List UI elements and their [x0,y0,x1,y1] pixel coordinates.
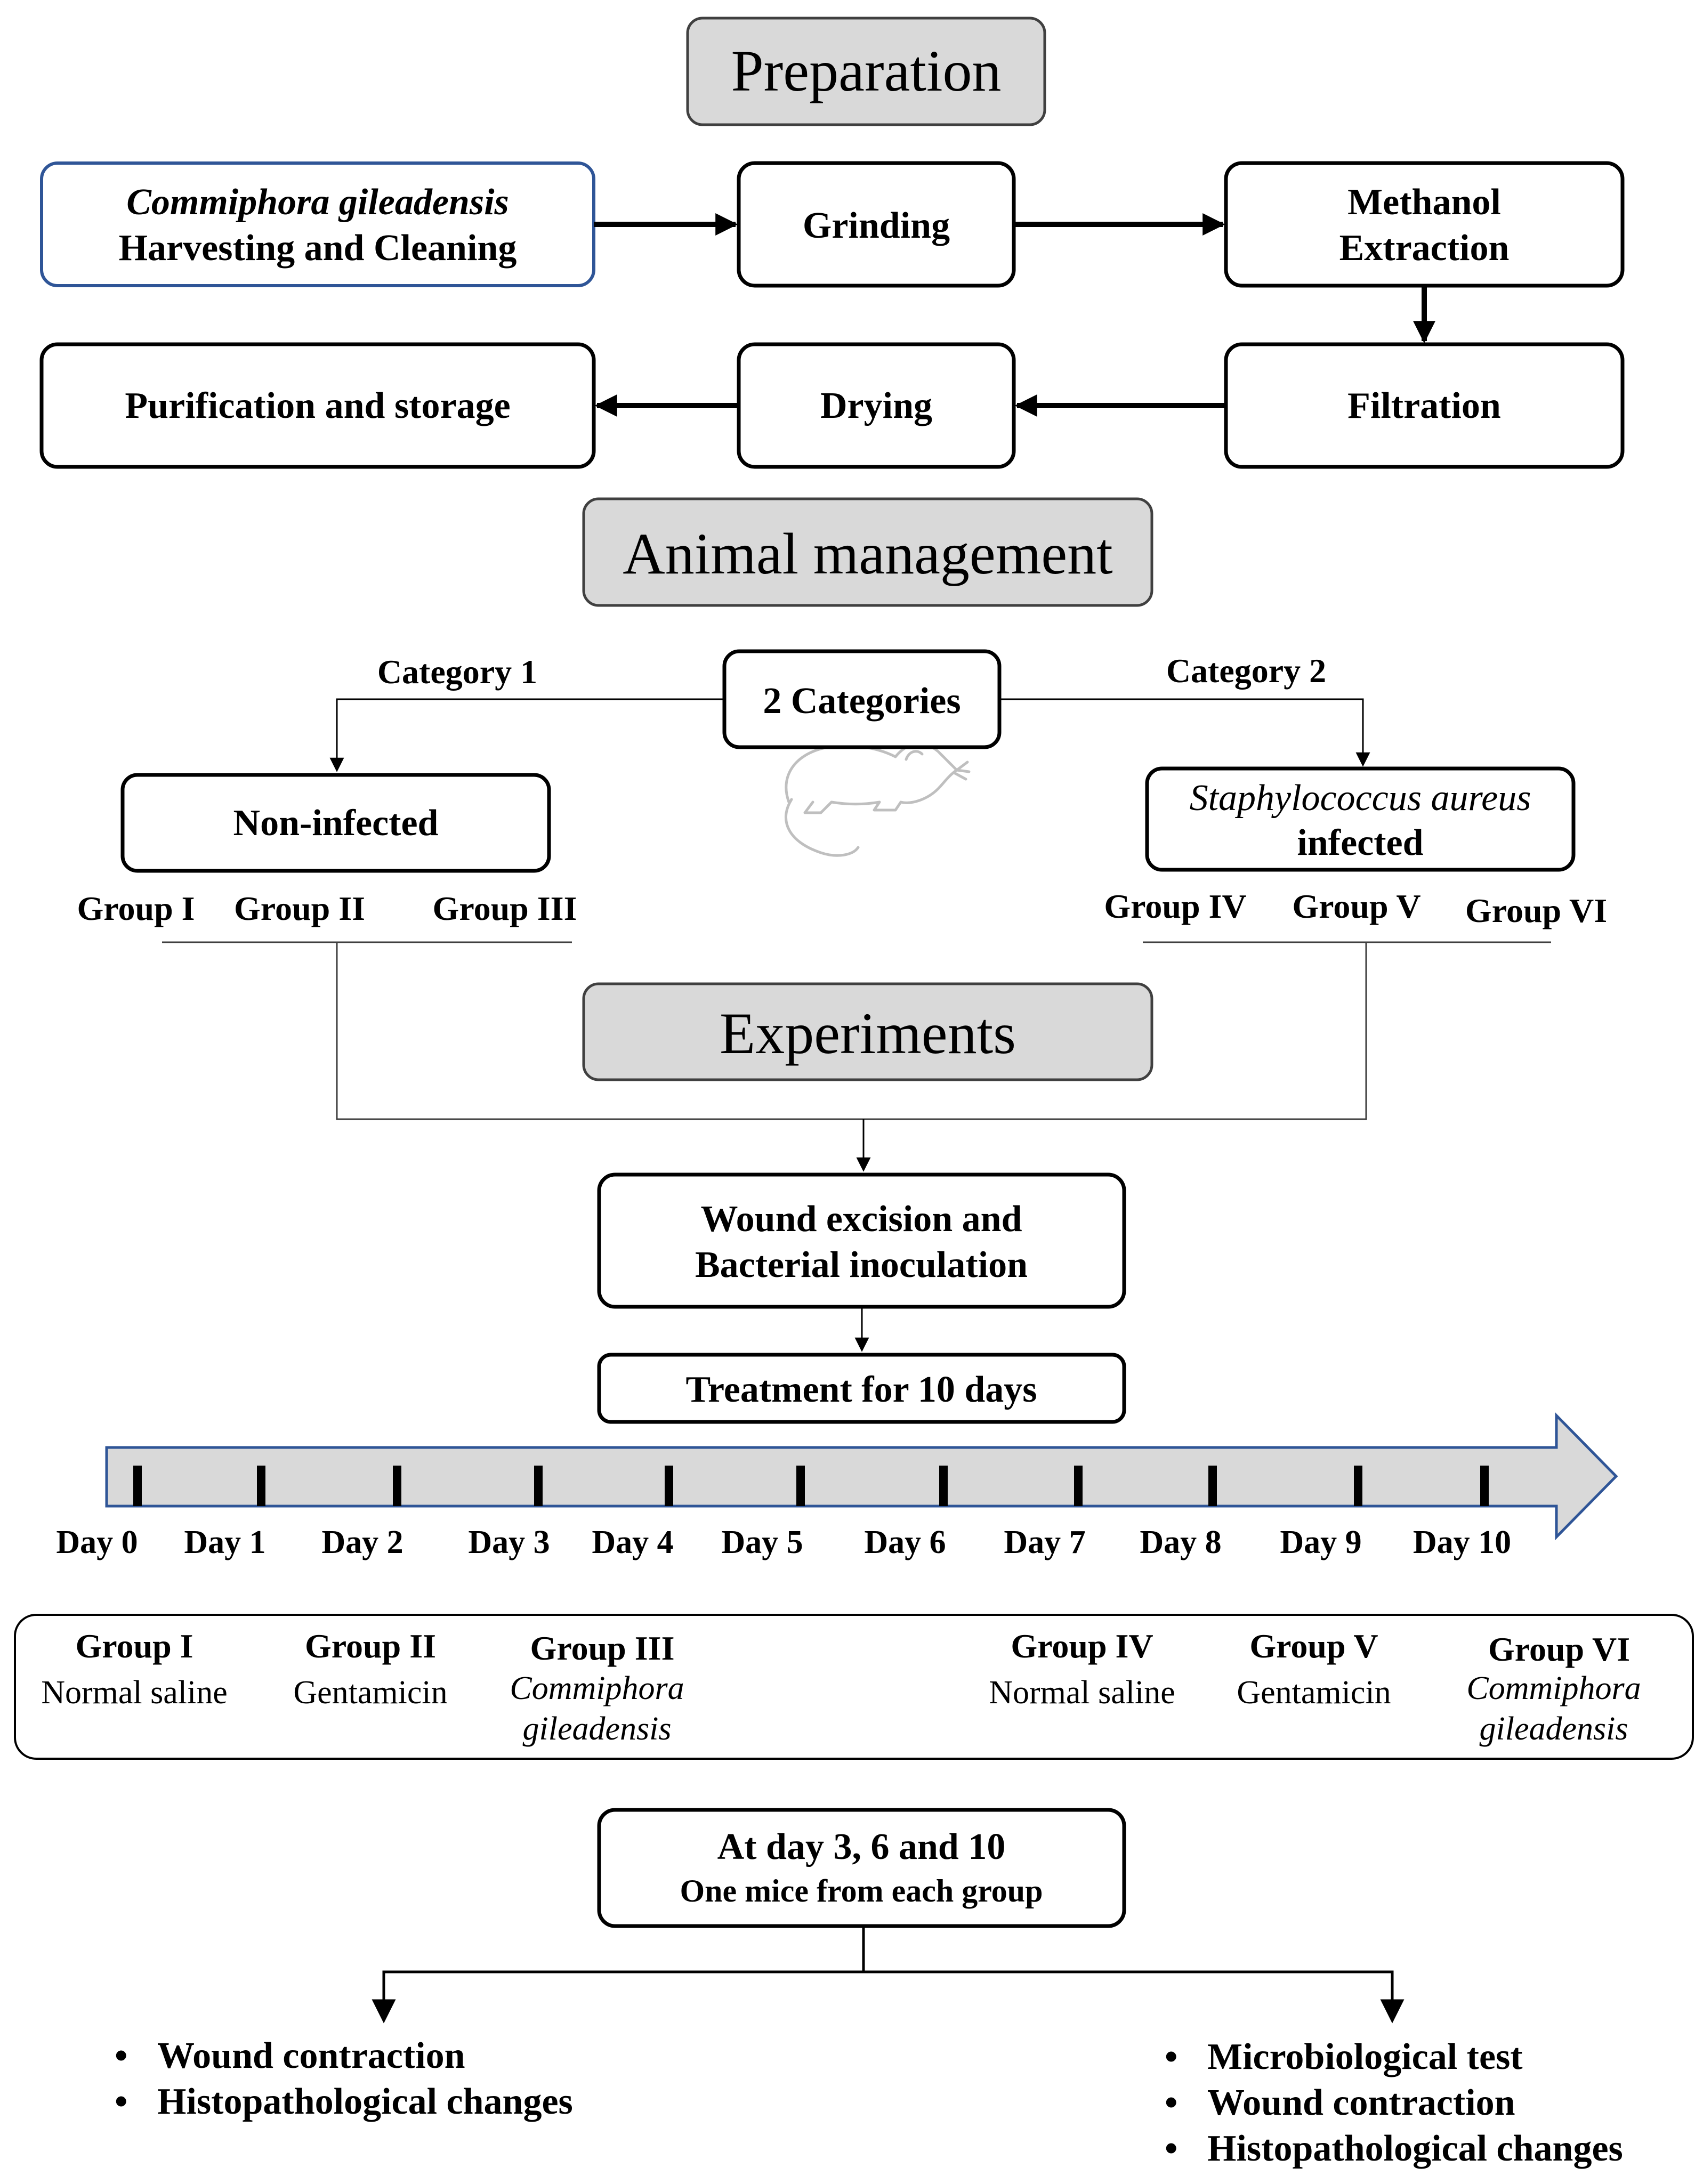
timeline-tick [534,1466,543,1506]
day-label: Day 0 [56,1524,138,1560]
outcome-left-item: Histopathological changes [157,2081,573,2122]
timeline-tick [665,1466,673,1506]
treatment-group-name: Group II [305,1627,436,1665]
timeline-tick [1480,1466,1489,1506]
timeline-tick [133,1466,142,1506]
treatment-box [597,1353,1126,1424]
outcome-left-bullet: • [115,2081,128,2122]
sampling-line1: At day 3, 6 and 10 [717,1826,1006,1867]
day-label: Day 8 [1140,1524,1221,1560]
sampling-box [597,1808,1126,1928]
timeline-tick [1208,1466,1217,1506]
cat2-group-4: Group IV [1104,887,1246,925]
outcome-right-item: Wound contraction [1207,2082,1515,2123]
connector-category1 [329,698,724,772]
wound-line1: Wound excision and [701,1199,1022,1240]
treatment-groups: Group I Normal saline Group II Gentamicin Gr… [41,1627,1641,1747]
outcome-left-connector [372,1970,863,2024]
timeline-tick [393,1466,401,1506]
preparation-header: Preparation [731,38,1001,103]
day-label: Day 7 [1004,1524,1085,1560]
infected-label: infected [1297,822,1423,863]
day-label: Day 2 [321,1524,403,1560]
outcome-right-bullet: • [1165,2036,1178,2077]
treatment-agent: gileadensis [523,1711,672,1747]
experiments-header-box [582,982,1153,1081]
treatment-agent: Gentamicin [293,1675,447,1711]
grinding-label: Grinding [803,205,950,246]
wound-excision-box [597,1172,1126,1309]
timeline-arrow [105,1412,1618,1541]
outcome-right-item: Microbiological test [1207,2036,1523,2077]
treatment-group-name: Group VI [1488,1630,1630,1668]
treatment-group-name: Group I [75,1627,193,1665]
treatment-agent: Normal saline [989,1675,1175,1711]
non-infected-box [120,773,551,873]
cat-merge-connector [336,942,1367,1120]
infected-box [1145,766,1576,872]
treatment-groups-panel [14,1614,1694,1760]
non-infected-label: Non-infected [233,803,439,844]
timeline-ticks [133,1466,1489,1506]
methanol-line1: Methanol [1347,182,1501,223]
animal-management-header-box [582,497,1153,607]
outcomes-left-list: • Wound contraction • Histopathological … [115,2035,573,2122]
drying-label: Drying [820,385,932,426]
sampling-line2: One mice from each group [680,1873,1043,1908]
preparation-header-box [686,17,1046,126]
categories-label: 2 Categories [763,681,961,722]
timeline-tick [257,1466,265,1506]
treatment-group-name: Group V [1249,1627,1378,1665]
filtration-label: Filtration [1347,385,1501,426]
timeline-labels: Day 0 Day 1 Day 2 Day 3 Day 4 Day 5 Day 6 Day 7… [56,1524,1511,1560]
treatment-agent: gileadensis [1480,1711,1628,1747]
outcome-right-item: Histopathological changes [1207,2128,1623,2169]
treatment-agent: Commiphora [1466,1670,1641,1706]
methanol-line2: Extraction [1339,228,1510,269]
timeline-tick [1354,1466,1362,1506]
harvest-species: Commiphora gileadensis [126,182,509,223]
cat1-group-2: Group II [234,889,365,927]
timeline-tick [939,1466,948,1506]
wound-line2: Bacterial inoculation [695,1244,1028,1285]
category1-label: Category 1 [377,653,537,691]
outcomes-right-list: • Microbiological test • Wound contracti… [1165,2036,1623,2169]
treatment-agent: Commiphora [510,1670,684,1706]
category2-label: Category 2 [1166,652,1326,690]
outcome-right-bullet: • [1165,2128,1178,2169]
cat1-group-3: Group III [433,889,577,927]
purification-box [39,342,596,469]
experiments-header: Experiments [720,1001,1016,1066]
cat2-group-6: Group VI [1465,892,1607,929]
timeline-tick [796,1466,805,1506]
infected-species: Staphylococcus aureus [1190,778,1531,819]
treatment-group-name: Group IV [1011,1627,1153,1665]
day-label: Day 3 [468,1524,550,1560]
day-label: Day 9 [1280,1524,1361,1560]
outcome-left-bullet: • [115,2035,128,2076]
cat2-group-5: Group V [1292,887,1420,925]
outcome-right-bullet: • [1165,2082,1178,2123]
day-label: Day 1 [184,1524,265,1560]
purification-label: Purification and storage [125,385,510,426]
treatment-group-name: Group III [530,1629,675,1667]
day-label: Day 4 [592,1524,673,1560]
day-label: Day 6 [864,1524,946,1560]
outcome-right-connector [863,1970,1405,2024]
day-label: Day 5 [721,1524,803,1560]
cat1-group-1: Group I [77,889,195,927]
mouse-icon [785,742,971,857]
animal-management-header: Animal management [623,521,1112,586]
treatment-agent: Normal saline [41,1675,228,1711]
outcome-left-item: Wound contraction [157,2035,465,2076]
treatment-agent: Gentamicin [1237,1675,1391,1711]
connector-category2 [999,698,1370,767]
treatment-label: Treatment for 10 days [685,1369,1037,1410]
harvest-action: Harvesting and Cleaning [119,228,517,269]
timeline-tick [1074,1466,1083,1506]
day-label: Day 10 [1413,1524,1511,1560]
